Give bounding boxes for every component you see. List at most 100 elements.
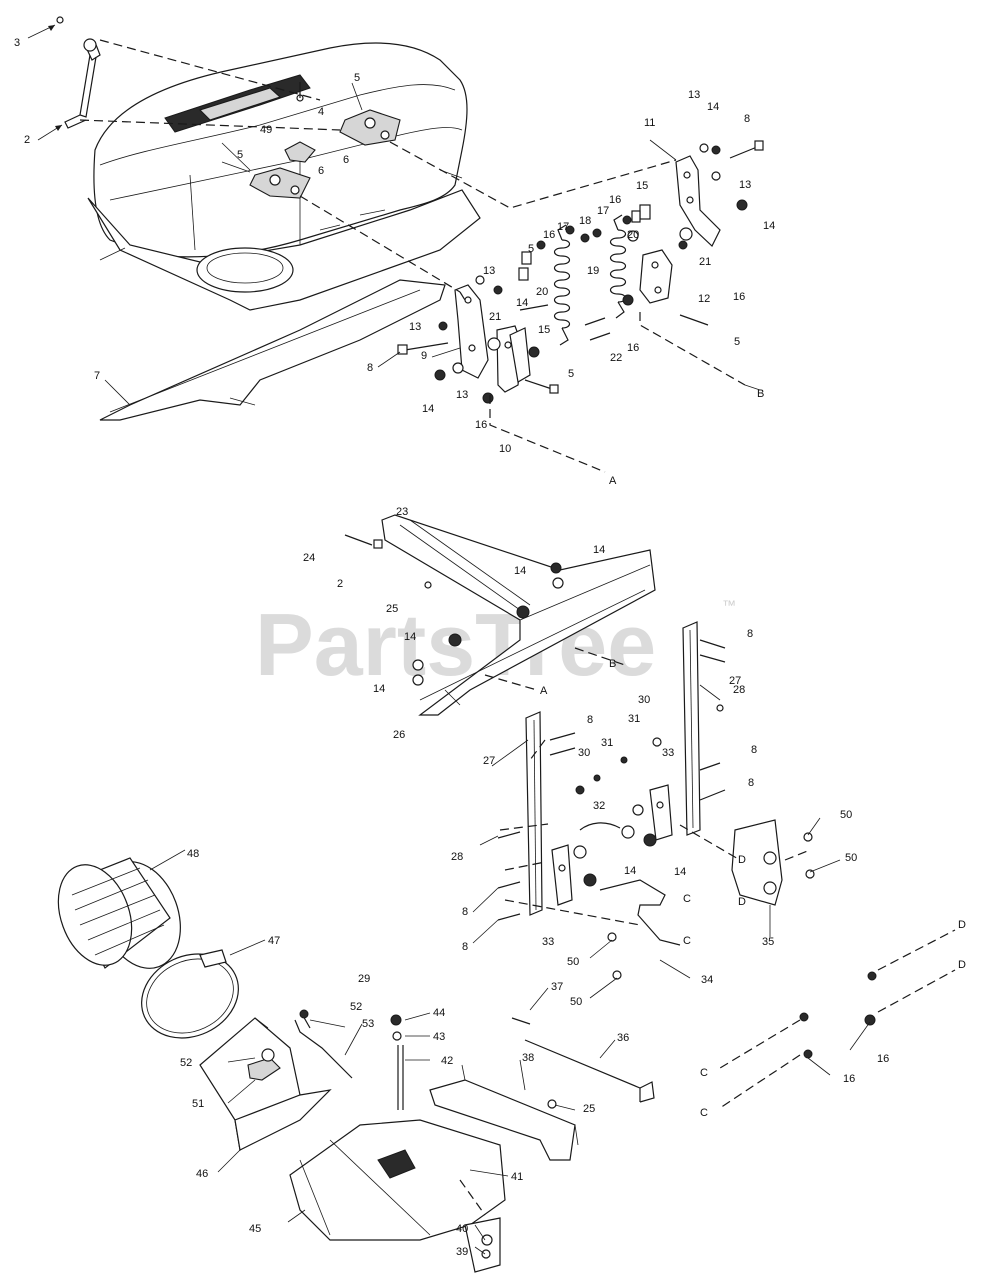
callout-C: C [683,893,691,905]
adjusting-link [573,822,635,859]
callout-41: 41 [511,1171,523,1183]
callout-C: C [700,1067,708,1079]
callout-20: 20 [627,229,639,241]
callout-15: 15 [538,324,550,336]
tension-spring-right [609,214,627,319]
hardware-top [397,140,764,404]
callout-16: 16 [627,342,639,354]
callout-30: 30 [578,747,590,759]
pivot-pin [390,1014,404,1110]
callout-5: 5 [528,243,534,255]
callout-14: 14 [624,865,636,877]
callout-50: 50 [845,852,857,864]
lift-rod-c [599,879,681,946]
mower-deck-housing [87,42,481,311]
callout-5: 5 [568,368,574,380]
callout-45: 45 [249,1223,261,1235]
callout-25: 25 [583,1103,595,1115]
callout-25: 25 [386,603,398,615]
hardware-middle [344,534,815,980]
callout-37: 37 [551,981,563,993]
callout-49: 49 [260,124,272,136]
callout-3: 3 [14,37,20,49]
callout-C: C [700,1107,708,1119]
callout-4: 4 [318,106,324,118]
pivot-bracket-right [639,155,721,304]
callout-14: 14 [674,866,686,878]
callout-15: 15 [636,180,648,192]
callout-6: 6 [318,165,324,177]
callout-39: 39 [456,1246,468,1258]
callout-46: 46 [196,1168,208,1180]
callout-52: 52 [180,1057,192,1069]
callout-14: 14 [763,220,775,232]
callout-14: 14 [404,631,416,643]
callout-47: 47 [268,935,280,947]
callout-16: 16 [475,419,487,431]
callout-31: 31 [628,713,640,725]
callout-A: A [540,685,548,697]
callout-19: 19 [587,265,599,277]
callout-34: 34 [701,974,713,986]
callout-27: 27 [729,675,741,687]
callout-32: 32 [593,800,605,812]
callout-50: 50 [840,809,852,821]
callout-14: 14 [373,683,385,695]
callout-17: 17 [597,205,609,217]
callout-16: 16 [733,291,745,303]
callout-13: 13 [456,389,468,401]
callout-27: 27 [483,755,495,767]
callout-30: 30 [638,694,650,706]
callout-7: 7 [94,370,100,382]
callout-29: 29 [358,973,370,985]
callout-D: D [738,896,746,908]
callout-36: 36 [617,1032,629,1044]
callout-8: 8 [462,941,468,953]
callout-16: 16 [843,1073,855,1085]
hardware-bottom [511,971,877,1109]
callout-16: 16 [543,229,555,241]
chute-mount-bracket [429,1064,579,1161]
callout-14: 14 [422,403,434,415]
callout-52: 52 [350,1001,362,1013]
callout-A: A [609,475,617,487]
callout-13: 13 [739,179,751,191]
callout-24: 24 [303,552,315,564]
leader-dashed-bottom [459,929,956,1216]
callout-8: 8 [747,628,753,640]
callout-C: C [683,935,691,947]
callout-8: 8 [751,744,757,756]
hose-clamp [141,949,239,1039]
chute-rod [294,1009,353,1079]
callout-8: 8 [748,777,754,789]
callout-8: 8 [587,714,593,726]
skid-plate [99,279,446,421]
callout-5: 5 [734,336,740,348]
lift-lever-arm [56,16,101,129]
callout-17: 17 [557,221,569,233]
callout-13: 13 [483,265,495,277]
callout-48: 48 [187,848,199,860]
hanger-bracket-right [649,621,701,841]
callout-6: 6 [343,154,349,166]
callout-42: 42 [441,1055,453,1067]
callout-14: 14 [707,101,719,113]
callout-leaders [27,24,871,1255]
callout-38: 38 [522,1052,534,1064]
tension-spring-left [553,224,571,346]
control-rod [524,1039,655,1103]
callout-labels: 3 2 4 5 49 6 5 6 7 13 8 9 14 13 16 10 21… [14,37,966,1258]
callout-9: 9 [421,350,427,362]
leader-dashed-top [79,39,746,473]
callout-12: 12 [698,293,710,305]
callout-31: 31 [601,737,613,749]
callout-8: 8 [367,362,373,374]
callout-8: 8 [744,113,750,125]
callout-53: 53 [362,1018,374,1030]
callout-43: 43 [433,1031,445,1043]
callout-22: 22 [610,352,622,364]
callout-14: 14 [516,297,528,309]
callout-50: 50 [567,956,579,968]
callout-18: 18 [579,215,591,227]
